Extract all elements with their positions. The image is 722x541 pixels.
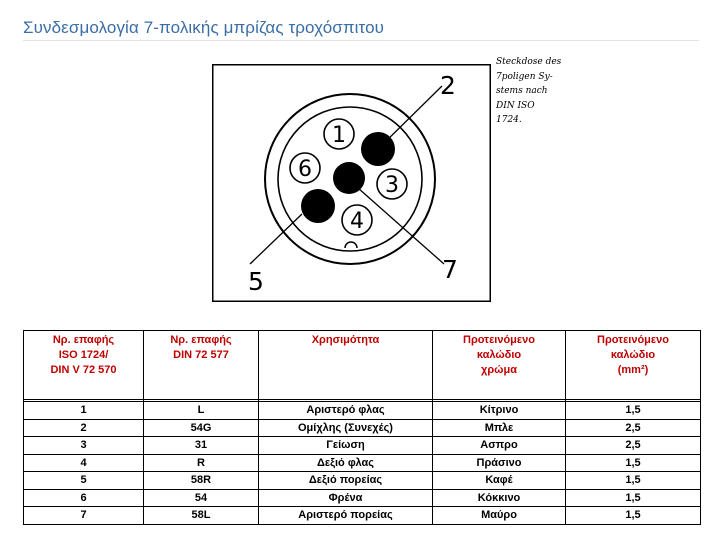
cell-din-contact: 54G: [143, 418, 259, 437]
pin-5: [301, 189, 335, 223]
pin-7: [333, 162, 365, 194]
diagram-frame: [212, 64, 491, 302]
pin-4-label: 4: [350, 209, 364, 234]
cell-wire-size: 1,5: [565, 488, 701, 507]
cell-iso-contact: 7: [23, 506, 144, 525]
page-title: Συνδεσμολογία 7-πολικής μπρίζας τροχόσπι…: [23, 18, 385, 37]
cell-purpose: Ομίχλης (Συνεχές): [258, 418, 433, 437]
header-line: καλώδιο: [610, 349, 656, 361]
cell-wire-size: 1,5: [565, 453, 701, 472]
header-line: DIN 72 577: [173, 349, 229, 361]
cell-wire-color: Πράσινο: [432, 453, 566, 472]
cell-wire-size: 1,5: [565, 401, 701, 420]
pin-5-callout: 5: [248, 267, 264, 296]
din-iso-note: Steckdose des 7poligen Sy- stems nach DI…: [496, 55, 576, 128]
cell-din-contact: 54: [143, 488, 259, 507]
cell-purpose: Δεξιό πορείας: [258, 471, 433, 490]
cell-wire-color: Κόκκινο: [432, 488, 566, 507]
note-line: Steckdose des: [496, 57, 562, 67]
header-din-contact: Νρ. επαφής DIN 72 577: [143, 330, 259, 400]
cell-wire-color: Μπλε: [432, 418, 566, 437]
cell-wire-size: 2,5: [565, 436, 701, 455]
cell-wire-color: Μαύρο: [432, 506, 566, 525]
cell-purpose: Δεξιό φλας: [258, 453, 433, 472]
cell-iso-contact: 3: [23, 436, 144, 455]
cell-purpose: Αριστερό πορείας: [258, 506, 433, 525]
cell-iso-contact: 5: [23, 471, 144, 490]
pin-1-label: 1: [332, 123, 346, 148]
pin-7-callout: 7: [442, 255, 458, 284]
header-line: Νρ. επαφής: [52, 334, 115, 346]
socket-inner-ring: [277, 106, 423, 252]
pin-assignment-table: Νρ. επαφής ISO 1724/ DIN V 72 570 Νρ. επ…: [23, 330, 701, 525]
header-line: Νρ. επαφής: [170, 334, 232, 346]
cell-iso-contact: 6: [23, 488, 144, 507]
cell-wire-color: Καφέ: [432, 471, 566, 490]
header-line: (mm²): [617, 364, 649, 376]
cell-wire-size: 1,5: [565, 471, 701, 490]
pin-6-label: 6: [298, 157, 312, 182]
pin-6: 6: [289, 152, 321, 184]
header-line: DIN V 72 570: [50, 364, 117, 376]
leader-line-7: [357, 187, 445, 265]
cell-iso-contact: 1: [23, 401, 144, 420]
note-line: stems nach: [496, 86, 548, 96]
cell-wire-size: 2,5: [565, 418, 701, 437]
cell-din-contact: 58R: [143, 471, 259, 490]
cell-wire-size: 1,5: [565, 506, 701, 525]
pin-1: 1: [323, 118, 355, 150]
cell-din-contact: R: [143, 453, 259, 472]
note-line: 7poligen Sy-: [496, 71, 553, 82]
note-line: 1724.: [496, 115, 522, 125]
header-line: Προτεινόμενο: [463, 334, 535, 346]
pin-3-label: 3: [385, 173, 399, 198]
cell-purpose: Γείωση: [258, 436, 433, 455]
socket-key-notch: [344, 241, 358, 249]
header-line: ISO 1724/: [58, 349, 109, 361]
table-header-row: Νρ. επαφής ISO 1724/ DIN V 72 570 Νρ. επ…: [23, 330, 701, 400]
header-line: Χρησιμότητα: [311, 334, 380, 346]
socket-diagram-svg: 1 3 4 6 2 5 7: [212, 64, 491, 302]
header-iso-contact: Νρ. επαφής ISO 1724/ DIN V 72 570: [23, 330, 144, 400]
cell-din-contact: 58L: [143, 506, 259, 525]
cell-din-contact: 31: [143, 436, 259, 455]
header-line: χρώμα: [481, 364, 517, 376]
cell-purpose: Αριστερό φλας: [258, 401, 433, 420]
pin-4: 4: [341, 204, 373, 236]
note-line: DIN ISO: [496, 100, 535, 111]
socket-diagram: 1 3 4 6 2 5 7: [212, 64, 491, 302]
cell-wire-color: Ασπρο: [432, 436, 566, 455]
header-line: Προτεινόμενο: [597, 334, 669, 346]
socket-outer-ring: [264, 93, 436, 265]
leader-line-5: [249, 213, 303, 265]
header-wire-size: Προτεινόμενο καλώδιο (mm²): [565, 330, 701, 400]
header-line: καλώδιο: [476, 349, 522, 361]
cell-iso-contact: 2: [23, 418, 144, 437]
table-spacer-row: [23, 399, 701, 402]
pin-2-callout: 2: [440, 71, 456, 100]
cell-din-contact: L: [143, 401, 259, 420]
pin-2: [361, 132, 395, 166]
pin-3: 3: [376, 168, 408, 200]
header-wire-color: Προτεινόμενο καλώδιο χρώμα: [432, 330, 566, 400]
cell-wire-color: Κίτρινο: [432, 401, 566, 420]
title-divider: [23, 40, 699, 41]
cell-iso-contact: 4: [23, 453, 144, 472]
header-purpose: Χρησιμότητα: [258, 330, 433, 400]
cell-purpose: Φρένα: [258, 488, 433, 507]
